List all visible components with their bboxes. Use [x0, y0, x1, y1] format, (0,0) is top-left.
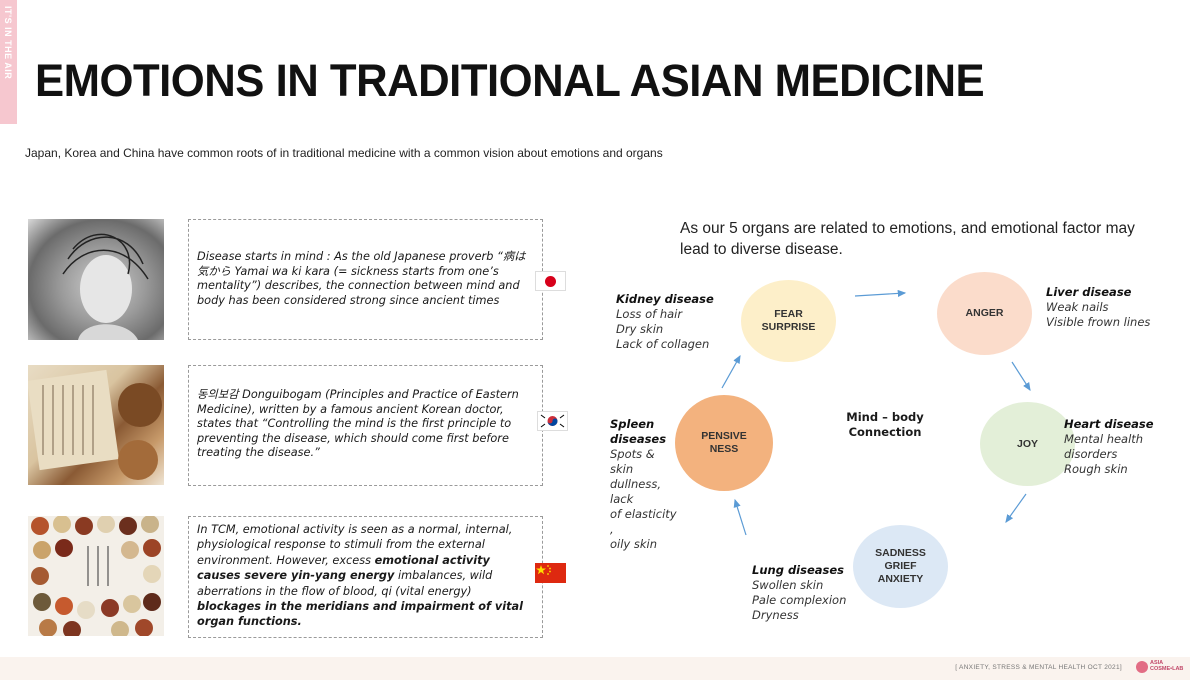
korea-flag-icon	[537, 411, 568, 431]
arrow-joy-to-sadness	[1005, 493, 1027, 523]
side-tab: IT'S IN THE AIR	[0, 0, 17, 124]
arrow-fear-to-anger	[854, 289, 907, 298]
korea-donguibogam-text: 동의보감 Donguibogam (Principles and Practic…	[197, 388, 519, 460]
asia-cosme-lab-logo-icon	[1136, 661, 1148, 673]
footer-source: [ ANXIETY, STRESS & MENTAL HEALTH OCT 20…	[955, 664, 1122, 671]
spleen-symptom: Spots & skin	[610, 447, 655, 476]
heart-symptom: Rough skin	[1064, 462, 1128, 476]
china-tcm-box: In TCM, emotional activity is seen as a …	[188, 516, 543, 638]
liver-symptom: Weak nails	[1046, 300, 1109, 314]
kidney-disease-list: Kidney disease Loss of hair Dry skin Lac…	[616, 292, 714, 352]
china-tcm-text-1: In TCM, emotional activity is seen as a …	[197, 523, 513, 567]
kidney-symptom: Dry skin	[616, 322, 664, 336]
footer: [ ANXIETY, STRESS & MENTAL HEALTH OCT 20…	[0, 657, 1190, 680]
china-tcm-bold-1: emotional activity causes severe yin-yan…	[197, 553, 490, 583]
japan-flag-icon	[535, 271, 566, 291]
arrow-anger-to-joy	[1011, 361, 1031, 392]
side-tab-label: IT'S IN THE AIR	[3, 6, 13, 80]
arrow-sadness-to-pensive	[733, 498, 747, 536]
emotion-fear-surprise: FEAR SURPRISE	[741, 280, 836, 362]
logo-line-1: ASIA	[1150, 660, 1164, 666]
japan-proverb-box: Disease starts in mind : As the old Japa…	[188, 219, 543, 340]
kidney-symptom: Loss of hair	[616, 307, 683, 321]
liver-disease-list: Liver disease Weak nails Visible frown l…	[1046, 285, 1150, 330]
china-tcm-text-2: imbalances, wild aberrations in the flow…	[197, 569, 493, 598]
lung-symptom: Pale complexion	[752, 593, 847, 607]
emotion-anger: ANGER	[937, 272, 1032, 355]
asia-cosme-lab-logo: ASIA COSME•LAB	[1150, 660, 1190, 672]
spleen-symptom: of elasticity ,	[610, 507, 677, 536]
emotion-joy: JOY	[980, 402, 1075, 486]
arrow-pensive-to-fear	[721, 354, 741, 389]
spleen-disease-heading: Spleen	[610, 417, 655, 431]
emotion-joy-label: JOY	[1016, 437, 1038, 450]
page-subtitle: Japan, Korea and China have common roots…	[25, 146, 663, 160]
korea-photo	[28, 365, 164, 485]
heart-symptom: disorders	[1064, 447, 1118, 461]
lung-disease-heading: Lung diseases	[752, 563, 845, 577]
emotion-sadness-grief-anxiety: SADNESS GRIEF ANXIETY	[853, 525, 948, 608]
emotion-pensiveness: PENSIVE NESS	[675, 395, 773, 491]
lung-symptom: Swollen skin	[752, 578, 824, 592]
emotion-fear-label: FEAR SURPRISE	[761, 308, 816, 333]
logo-line-2: COSME•LAB	[1150, 666, 1184, 672]
japan-proverb-text: Disease starts in mind : As the old Japa…	[197, 250, 526, 307]
emotion-sadness-label: SADNESS GRIEF ANXIETY	[875, 547, 926, 585]
spleen-symptom: oily skin	[610, 537, 658, 551]
china-photo	[28, 516, 164, 636]
china-flag-icon	[535, 563, 566, 583]
mind-body-connection: Mind – body Connection	[846, 410, 924, 439]
emotion-anger-label: ANGER	[965, 307, 1004, 319]
lung-disease-list: Lung diseases Swollen skin Pale complexi…	[752, 563, 846, 623]
kidney-disease-heading: Kidney disease	[616, 292, 714, 306]
spleen-disease-list: Spleen diseases Spots & skin dullness, l…	[610, 417, 680, 552]
page-title: EMOTIONS IN TRADITIONAL ASIAN MEDICINE	[35, 55, 985, 106]
emotion-pensive-label: PENSIVE NESS	[701, 430, 747, 455]
lung-symptom: Dryness	[752, 608, 799, 622]
heart-disease-list: Heart disease Mental health disorders Ro…	[1064, 417, 1154, 477]
spleen-symptom: dullness, lack	[610, 477, 661, 506]
japan-photo	[28, 219, 164, 340]
spleen-disease-heading-2: diseases	[610, 432, 667, 446]
china-tcm-bold-2: blockages in the meridians and impairmen…	[197, 600, 524, 629]
diagram-intro: As our 5 organs are related to emotions,…	[680, 220, 1135, 258]
kidney-symptom: Lack of collagen	[616, 337, 710, 351]
korea-donguibogam-box: 동의보감 Donguibogam (Principles and Practic…	[188, 365, 543, 486]
heart-disease-heading: Heart disease	[1064, 417, 1154, 431]
heart-symptom: Mental health	[1064, 432, 1144, 446]
liver-disease-heading: Liver disease	[1046, 285, 1132, 299]
liver-symptom: Visible frown lines	[1046, 315, 1151, 329]
